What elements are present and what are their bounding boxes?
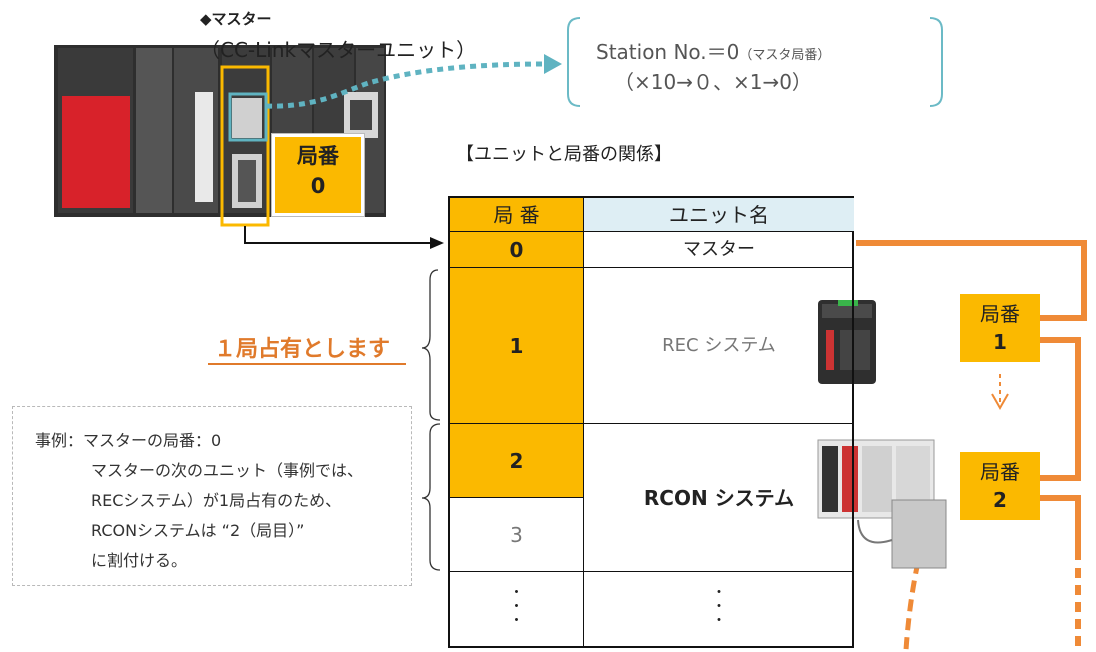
station-badge-1: 局番 1 xyxy=(960,294,1040,362)
header-unit-name: ユニット名 xyxy=(584,198,854,232)
station-number-text: Station No.＝0（マスタ局番） xyxy=(596,36,830,65)
bus-line-right xyxy=(1040,495,1081,560)
row3-station: 3 xyxy=(450,498,584,572)
bracket-2 xyxy=(421,423,441,571)
station-brace-box xyxy=(567,17,943,107)
badge-2-number: 2 xyxy=(993,488,1007,512)
teal-arrowhead xyxy=(544,54,562,74)
switch-to-station-arrow xyxy=(265,61,549,109)
row2-unit: RCON システム xyxy=(584,424,854,572)
example-line-3: RECシステム）が1局占有のため、 xyxy=(91,491,342,510)
row-more-unit: ・ ・ ・ xyxy=(712,585,726,629)
station-note: （マスタ局番） xyxy=(739,48,831,63)
row2-station: 2 xyxy=(450,424,584,498)
black-arrowhead xyxy=(430,237,444,249)
occupy-underline xyxy=(208,363,406,365)
master-title: ◆マスター xyxy=(200,10,272,28)
station-switch-highlight xyxy=(228,92,268,142)
badge-2-label: 局番 xyxy=(980,460,1020,484)
sequence-arrowhead xyxy=(991,393,1009,411)
example-line-1: 事例：マスターの局番：0 xyxy=(35,431,222,450)
bus-line-rcon xyxy=(903,561,921,651)
relation-title: 【ユニットと局番の関係】 xyxy=(456,144,672,165)
row1-station: 1 xyxy=(450,268,584,424)
bus-line-top xyxy=(856,240,1087,321)
bracket-1 xyxy=(421,269,441,421)
callout-label: 局番 xyxy=(297,144,339,168)
bus-line-mid xyxy=(1040,337,1081,481)
badge-1-label: 局番 xyxy=(980,302,1020,326)
badge-1-number: 1 xyxy=(993,330,1007,354)
row1-unit: REC システム xyxy=(584,268,854,424)
rcon-system-device xyxy=(817,439,947,569)
example-line-2: マスターの次のユニット（事例では、 xyxy=(91,461,364,480)
example-box: 事例：マスターの局番：0 マスターの次のユニット（事例では、 RECシステム）が… xyxy=(12,406,412,586)
station-switch-text: （×10→０、×1→0） xyxy=(614,70,812,94)
station-value: Station No.＝0 xyxy=(596,40,740,64)
master-station-callout: 局番 0 xyxy=(271,133,365,217)
row-more-station: ・ ・ ・ xyxy=(450,572,584,648)
row0-station: 0 xyxy=(450,232,584,268)
example-line-4: RCONシステムは “2（局目）” xyxy=(91,521,305,540)
station-table: 局 番 ユニット名 0 マスター 1 REC システム 2 3 RCON システ… xyxy=(448,196,854,648)
rec-system-device xyxy=(818,300,876,384)
header-station: 局 番 xyxy=(450,198,584,232)
station-badge-2: 局番 2 xyxy=(960,452,1040,520)
master-unit-highlight xyxy=(220,65,270,227)
master-subtitle: （CC-Linkマスターユニット） xyxy=(200,38,477,62)
row0-unit: マスター xyxy=(584,232,854,268)
example-line-5: に割付ける。 xyxy=(91,551,188,570)
master-to-table-arrow xyxy=(244,226,430,244)
occupy-label: １局占有とします xyxy=(214,337,391,362)
callout-number: 0 xyxy=(310,174,326,198)
